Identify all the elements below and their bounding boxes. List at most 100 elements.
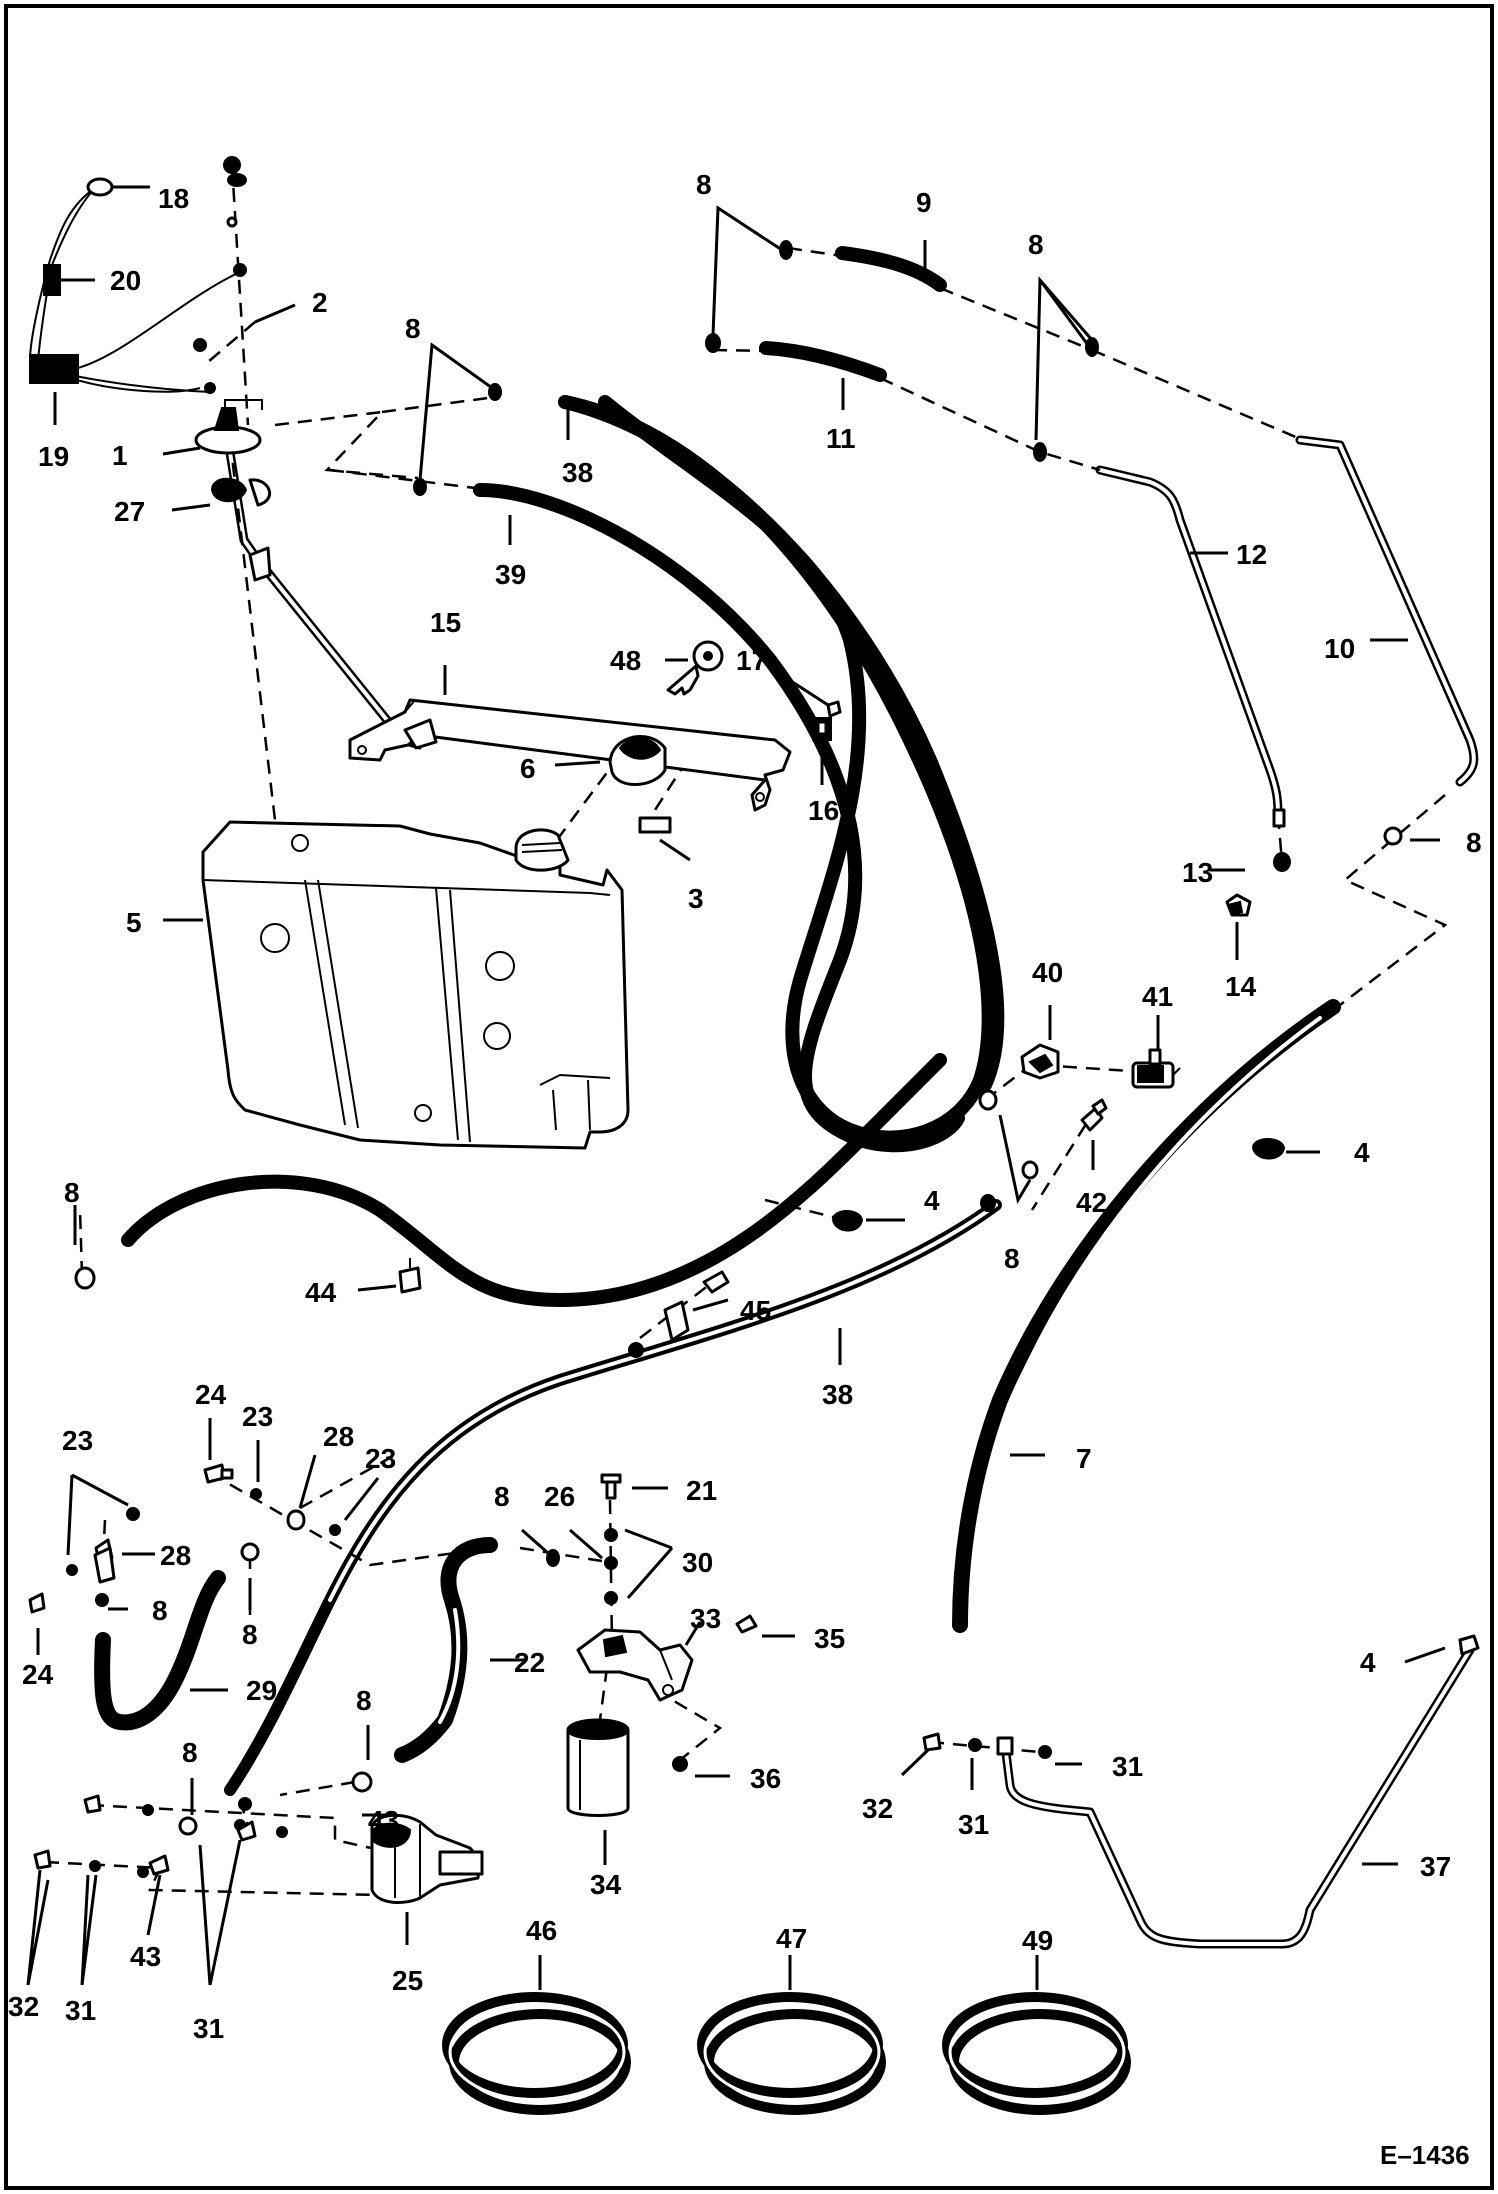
callout: 17 <box>736 645 767 676</box>
callout: 28 <box>160 1540 191 1571</box>
callout: 4 <box>924 1185 940 1216</box>
callout: 10 <box>1324 633 1355 664</box>
parts <box>28 156 1480 2115</box>
callout: 39 <box>495 559 526 590</box>
callout: 37 <box>1420 1851 1451 1882</box>
hose-7 <box>952 999 1341 1633</box>
callout: 25 <box>392 1965 423 1996</box>
callout: 33 <box>690 1603 721 1634</box>
callout: 18 <box>158 183 189 214</box>
fuel-filter <box>566 1718 630 1817</box>
callout: 8 <box>242 1619 258 1650</box>
callout: 47 <box>776 1923 807 1954</box>
lower-left-hardware <box>28 1463 341 1614</box>
shutoff-valve <box>1131 1048 1181 1089</box>
callout: 6 <box>520 753 536 784</box>
fuel-line-10 <box>1295 435 1479 787</box>
fuel-cap <box>608 735 667 786</box>
bracket-bolt <box>812 700 842 741</box>
callout: 49 <box>1022 1925 1053 1956</box>
callout: 20 <box>110 265 141 296</box>
callout: 3 <box>688 883 704 914</box>
fitting-42 <box>1080 1098 1108 1132</box>
callout: 43 <box>130 1941 161 1972</box>
callout: 31 <box>1112 1751 1143 1782</box>
callout: 45 <box>740 1295 771 1326</box>
callout: 36 <box>750 1763 781 1794</box>
callout: 8 <box>1004 1243 1020 1274</box>
callout: 42 <box>1076 1187 1107 1218</box>
filter-head <box>576 1628 694 1702</box>
callout-labels: 18 20 2 19 1 27 8 38 39 8 9 8 11 12 10 1… <box>8 169 1482 2044</box>
callout: 23 <box>242 1401 273 1432</box>
fitting-40 <box>1020 1043 1060 1080</box>
callout: 38 <box>822 1379 853 1410</box>
callout: 11 <box>826 423 856 454</box>
callout: 23 <box>62 1425 93 1456</box>
callout: 4 <box>1354 1137 1370 1168</box>
callout: 29 <box>246 1675 277 1706</box>
fuel-line-37 <box>1000 1645 1475 1949</box>
hose-clamps-small <box>74 173 1403 1290</box>
callout: 24 <box>195 1379 227 1410</box>
callout: 4 <box>1360 1647 1376 1678</box>
callout: 15 <box>430 607 461 638</box>
callout: 5 <box>126 907 142 938</box>
callout: 28 <box>323 1421 354 1452</box>
callout: 22 <box>514 1647 545 1678</box>
callout: 32 <box>8 1991 39 2022</box>
callout: 35 <box>814 1623 845 1654</box>
fitting-14 <box>1225 893 1252 917</box>
callout: 21 <box>686 1475 717 1506</box>
hose-coil-46 <box>442 1992 631 2115</box>
figure-reference-code: E–1436 <box>1380 2140 1470 2170</box>
callout: 1 <box>112 440 128 471</box>
callout: 8 <box>1028 229 1044 260</box>
nut-36 <box>672 1756 688 1772</box>
callout: 23 <box>365 1443 396 1474</box>
fuel-pump <box>370 1813 484 1904</box>
hose-clamps <box>628 1270 730 1358</box>
grommet-upper <box>1251 1138 1286 1160</box>
hose-29 <box>94 1570 226 1731</box>
callout: 43 <box>368 1805 399 1836</box>
decal <box>638 816 672 834</box>
callout: 19 <box>38 441 69 472</box>
fitting-13 <box>1272 808 1291 872</box>
key <box>666 640 724 696</box>
callout: 8 <box>182 1737 198 1768</box>
callout: 34 <box>590 1869 622 1900</box>
gasket <box>210 477 271 507</box>
callout: 31 <box>193 2013 224 2044</box>
lower-left-clamps <box>33 1771 373 1878</box>
callout: 32 <box>862 1793 893 1824</box>
callout: 8 <box>696 169 712 200</box>
callout: 44 <box>305 1277 337 1308</box>
callout: 7 <box>1076 1443 1092 1474</box>
callout: 31 <box>65 1995 96 2026</box>
callout: 31 <box>958 1809 989 1840</box>
filter-bolt <box>546 1473 622 1605</box>
callout: 40 <box>1032 957 1063 988</box>
screw-35 <box>735 1614 758 1634</box>
callout: 26 <box>544 1481 575 1512</box>
callout: 14 <box>1225 971 1257 1002</box>
callout: 16 <box>808 795 839 826</box>
diagram-border <box>4 4 1494 2190</box>
hose-11 <box>759 341 887 382</box>
callout: 8 <box>64 1177 80 1208</box>
callout: 48 <box>610 645 641 676</box>
callout: 27 <box>114 496 145 527</box>
fuel-sender <box>194 399 427 750</box>
hoses <box>94 246 1341 1796</box>
fuel-line-12 <box>1095 465 1283 820</box>
callout: 13 <box>1182 857 1213 888</box>
hose-coil-47 <box>697 1992 886 2115</box>
callout: 8 <box>405 313 421 344</box>
callout: 30 <box>682 1547 713 1578</box>
hose-coil-49 <box>942 1992 1131 2115</box>
callout: 8 <box>152 1595 168 1626</box>
tee-fitting <box>398 1258 422 1294</box>
callout: 8 <box>1466 827 1482 858</box>
leader-lines <box>26 185 1446 1990</box>
